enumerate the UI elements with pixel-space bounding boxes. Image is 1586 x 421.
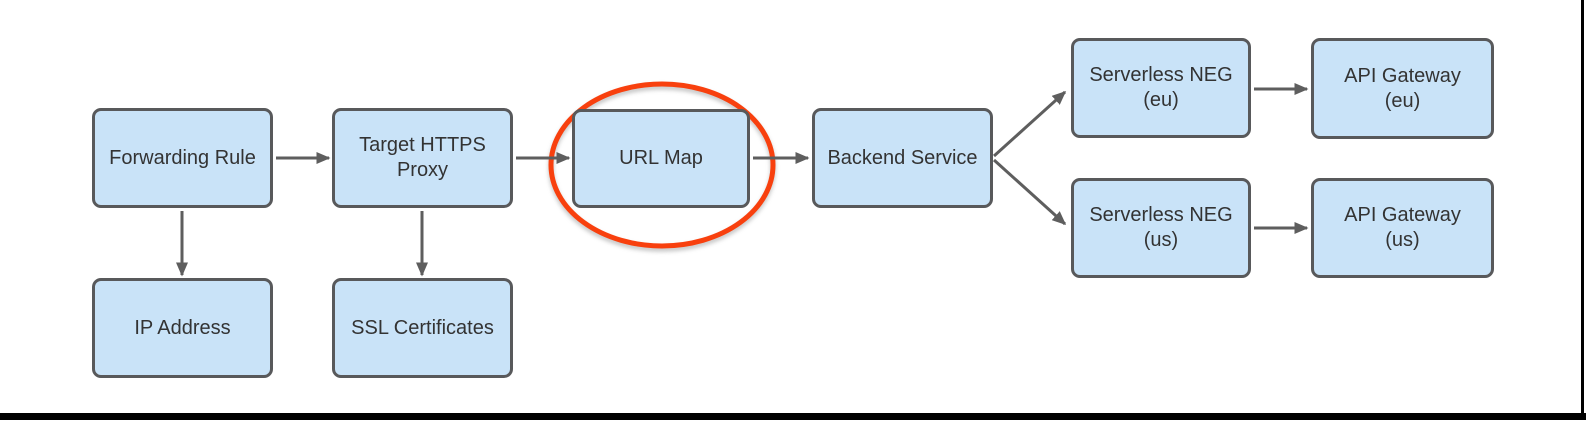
node-label: Target HTTPS	[359, 134, 486, 156]
node-label: (us)	[1385, 229, 1420, 251]
node-label: Backend Service	[827, 146, 978, 169]
node-label: API Gateway	[1344, 204, 1461, 226]
node-backend-service: Backend Service	[812, 108, 993, 208]
node-api-gateway-eu: API Gateway (eu)	[1311, 38, 1494, 139]
screen-edge-right	[1581, 0, 1584, 420]
node-label: (us)	[1143, 229, 1179, 251]
node-serverless-neg-us: Serverless NEG (us)	[1071, 178, 1251, 278]
edge-backend-service-to-serverless-neg-us	[992, 158, 1067, 226]
node-label: IP Address	[134, 316, 231, 339]
node-label: Proxy	[396, 159, 449, 181]
node-url-map: URL Map	[572, 109, 750, 208]
node-label: Serverless NEG	[1089, 204, 1233, 226]
node-ip-address: IP Address	[92, 278, 273, 378]
edge-backend-service-to-serverless-neg-eu	[992, 90, 1067, 158]
screen-edge-bottom	[0, 413, 1586, 420]
node-label: Serverless NEG	[1089, 64, 1233, 86]
node-forwarding-rule: Forwarding Rule	[92, 108, 273, 208]
node-ssl-certificates: SSL Certificates	[332, 278, 513, 378]
node-label: SSL Certificates	[351, 316, 494, 339]
node-target-https-proxy: Target HTTPS Proxy	[332, 108, 513, 208]
node-label: (eu)	[1384, 89, 1421, 112]
node-label: API Gateway	[1344, 64, 1461, 87]
node-label: Forwarding Rule	[109, 146, 256, 169]
node-label: (eu)	[1143, 89, 1179, 111]
node-serverless-neg-eu: Serverless NEG (eu)	[1071, 38, 1251, 138]
node-api-gateway-us: API Gateway (us)	[1311, 178, 1494, 278]
node-label: URL Map	[619, 147, 703, 169]
